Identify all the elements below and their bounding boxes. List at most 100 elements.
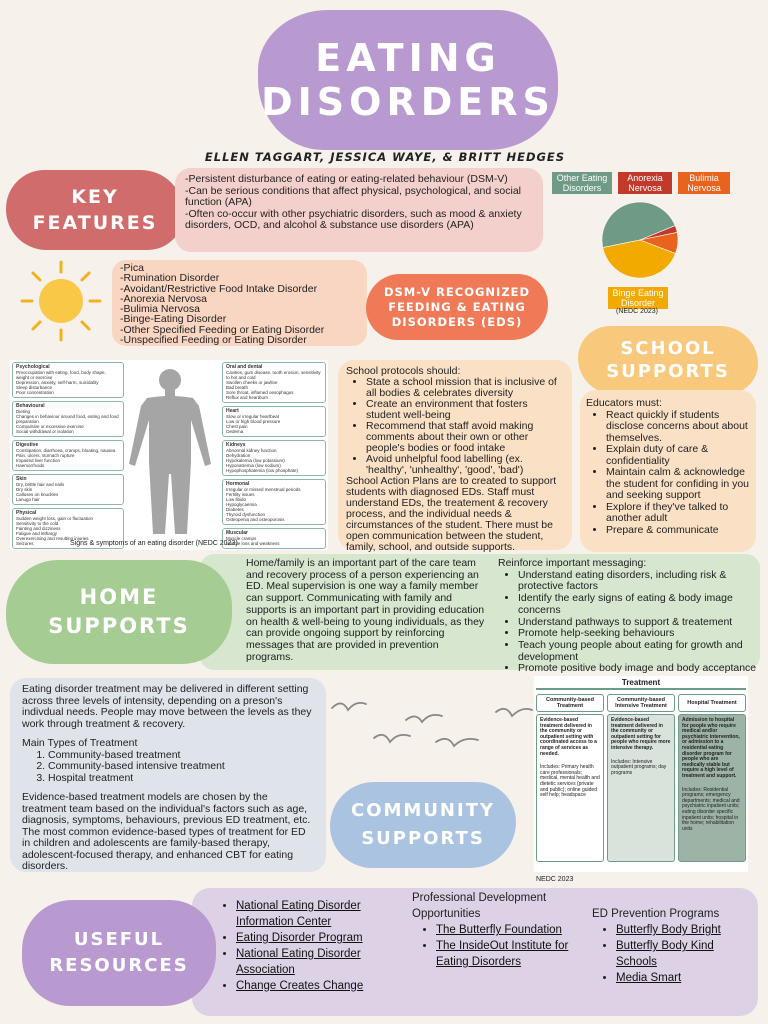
symptom-group-title: Skin xyxy=(16,476,27,482)
symptom-item: Cavities, gum disease, tooth erosion, se… xyxy=(226,370,321,380)
body-figure-icon xyxy=(129,369,211,534)
sun-icon xyxy=(20,260,102,342)
treatment-desc: Evidence-based treatment delivered in th… xyxy=(540,717,597,757)
community-text: Eating disorder treatment may be deliver… xyxy=(10,678,326,872)
symptoms-caption: Signs & symptoms of an eating disorder (… xyxy=(70,540,238,547)
symptom-item: Fainting and dizziness xyxy=(16,526,61,531)
symptom-group-title: Oral and dental xyxy=(226,364,263,370)
link-butterfly-foundation[interactable]: The Butterfly Foundation xyxy=(436,924,562,936)
symptom-item: Fertility issues xyxy=(226,492,255,497)
link-media-smart[interactable]: Media Smart xyxy=(616,972,682,984)
pd-opportunities: Professional Development Opportunities T… xyxy=(412,890,580,970)
symptom-group-title: Physical xyxy=(16,510,37,516)
link-neda[interactable]: National Eating Disorder Association xyxy=(236,948,361,976)
treatment-desc: Admission to hospital for people who req… xyxy=(682,717,740,779)
link-insideout[interactable]: The InsideOut Institute for Eating Disor… xyxy=(436,940,569,968)
resource-links: National Eating Disorder Information Cen… xyxy=(218,898,404,994)
legend-bulimia: Bulimia Nervosa xyxy=(678,172,730,194)
birds-illustration xyxy=(331,701,533,748)
treatment-includes: Includes: Primary health care profession… xyxy=(540,764,600,799)
symptom-item: Calluses on knuckles xyxy=(16,492,59,497)
treatment-column-body: Admission to hospital for people who req… xyxy=(678,714,746,862)
link-ed-program[interactable]: Eating Disorder Program xyxy=(236,932,363,944)
reinforce-list: Understand eating disorders, including r… xyxy=(498,569,760,675)
symptom-item: Diabetes xyxy=(226,507,244,512)
symptom-item: Haemorrhoids xyxy=(16,463,45,468)
treatment-column-head: Community-based Treatment xyxy=(536,694,604,712)
symptom-item: Bad breath xyxy=(226,385,249,390)
symptom-item: Dry skin xyxy=(16,487,33,492)
educators-list: React quickly if students disclose conce… xyxy=(586,409,750,537)
symptom-item: Sore throat, inflamed oesophagus xyxy=(226,390,294,395)
symptom-item: Preoccupation with eating, food, body sh… xyxy=(16,370,106,380)
symptom-item: Dehydration xyxy=(226,453,251,458)
symptom-item: Dry, brittle hair and nails xyxy=(16,482,65,487)
symptom-group-title: Digestive xyxy=(16,442,39,448)
treatment-title: Treatment xyxy=(536,676,746,690)
protocols-list: State a school mission that is inclusive… xyxy=(346,377,564,476)
home-supports-label: HOME SUPPORTS xyxy=(6,560,232,664)
symptom-item: Low or high blood pressure xyxy=(226,419,281,424)
symptom-group-title: Muscular xyxy=(226,530,248,536)
home-reinforce: Reinforce important messaging: Understan… xyxy=(498,557,760,675)
educators-box: Educators must: React quickly if student… xyxy=(580,390,756,552)
school-supports-label: SCHOOL SUPPORTS xyxy=(578,326,758,394)
symptom-item: Depression, anxiety, self-harm, suicidal… xyxy=(16,380,99,385)
dsm-list: -Pica -Rumination Disorder -Avoidant/Res… xyxy=(112,260,367,346)
symptom-item: Muscle loss and weakness xyxy=(226,541,280,546)
symptom-item: Abnormal kidney function xyxy=(226,448,277,453)
symptom-item: Sleep disturbance xyxy=(16,385,53,390)
pie-source: (NEDC 2023) xyxy=(616,308,659,315)
link-nedic[interactable]: National Eating Disorder Information Cen… xyxy=(236,900,361,928)
link-body-bright[interactable]: Butterfly Body Bright xyxy=(616,924,721,936)
treatment-column-body: Evidence-based treatment delivered in th… xyxy=(607,714,675,862)
symptom-group-title: Kidneys xyxy=(226,442,246,448)
symptom-item: Constipation, diarrhoea, cramps, bloatin… xyxy=(16,448,116,453)
key-features-label: KEY FEATURES xyxy=(6,170,184,250)
pie-chart xyxy=(601,201,679,279)
symptom-item: Sudden weight loss, gain or fluctuation xyxy=(16,516,94,521)
symptom-item: Thyroid dysfunction xyxy=(226,512,266,517)
symptom-item: Compulsive or excessive exercise xyxy=(16,424,84,429)
symptom-item: Fatigue and lethargy xyxy=(16,531,58,536)
symptom-item: Hyponatremia (low sodium) xyxy=(226,463,281,468)
treatment-types-list: Community-based treatment Community-base… xyxy=(22,749,314,785)
symptom-item: Seizures xyxy=(16,541,34,546)
symptom-group-title: Psychological xyxy=(16,364,50,370)
symptom-item: Overexercising and resulting injuries xyxy=(16,536,89,541)
community-supports-label: COMMUNITY SUPPORTS xyxy=(330,782,516,868)
symptom-item: Hypophosphatemia (low phosphate) xyxy=(226,468,299,473)
symptom-item: Hypoglycaemia xyxy=(226,502,257,507)
symptom-item: Poor concentration xyxy=(16,390,54,395)
page-title: EATING DISORDERS xyxy=(261,36,555,124)
useful-resources-label: USEFUL RESOURCES xyxy=(22,900,216,1006)
pie-slice-0 xyxy=(601,201,676,248)
link-body-kind[interactable]: Butterfly Body Kind Schools xyxy=(616,940,714,968)
pie-slice-3 xyxy=(602,239,676,279)
link-change-creates-change[interactable]: Change Creates Change xyxy=(236,980,364,992)
dsm-label: DSM-V RECOGNIZED FEEDING & EATING DISORD… xyxy=(366,274,548,340)
legend-anorexia: Anorexia Nervosa xyxy=(618,172,672,194)
symptom-item: Low libido xyxy=(226,497,247,502)
legend-other: Other Eating Disorders xyxy=(552,172,612,194)
prevention-programs: ED Prevention Programs Butterfly Body Br… xyxy=(592,906,752,986)
treatment-column-body: Evidence-based treatment delivered in th… xyxy=(536,714,604,862)
treatment-column-head: Community-based Intensive Treatment xyxy=(607,694,675,712)
school-protocols: School protocols should: State a school … xyxy=(338,360,572,553)
treatment-includes: Includes: Intensive outpatient programs;… xyxy=(611,758,667,776)
symptom-item: Hypokalemia (low potassium) xyxy=(226,458,285,463)
title-blob xyxy=(258,10,558,150)
